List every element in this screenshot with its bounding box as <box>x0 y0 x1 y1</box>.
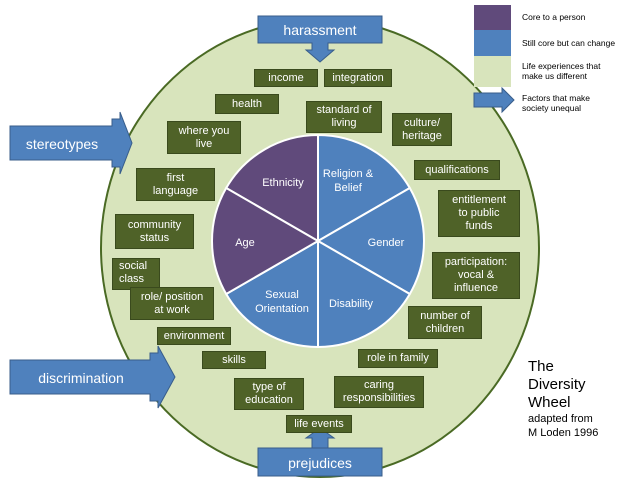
segment-ethnicity <box>224 133 319 243</box>
arrow-prejudices-label: prejudices <box>288 454 352 471</box>
label-age: Age <box>235 237 255 249</box>
label-disability: Disability <box>329 298 374 310</box>
factor-role-in-family: role in family <box>358 349 438 368</box>
factor-culture-heritage: culture/heritage <box>392 113 452 146</box>
label-sexual-2: Orientation <box>255 303 309 315</box>
legend-label-still-core: Still core but can change <box>522 38 616 48</box>
segment-sexual-orientation <box>224 239 319 349</box>
label-sexual-1: Sexual <box>265 289 299 301</box>
factor-qualifications: qualifications <box>414 160 500 180</box>
arrow-harassment-label: harassment <box>283 22 357 38</box>
segment-age <box>211 186 321 296</box>
legend-swatch-core <box>474 5 511 30</box>
label-religion-2: Belief <box>334 182 362 194</box>
factor-income: income <box>254 69 318 87</box>
legend-label-core: Core to a person <box>522 12 586 22</box>
factor-environment: environment <box>157 327 231 345</box>
arrow-stereotypes-label: stereotypes <box>25 135 99 152</box>
label-ethnicity: Ethnicity <box>262 177 304 189</box>
diagram-title: The Diversity Wheel adapted from M Loden… <box>528 358 599 439</box>
segment-gender <box>315 186 425 296</box>
legend-swatch-still-core <box>474 30 511 56</box>
legend-swatch-life-experiences <box>474 56 511 87</box>
factor-participation: participation:vocal &influence <box>432 252 520 299</box>
segment-disability <box>317 239 412 349</box>
segment-religion <box>317 133 412 243</box>
arrow-discrimination-label: discrimination <box>38 369 124 386</box>
factor-skills: skills <box>202 351 266 369</box>
label-religion-1: Religion & <box>323 168 374 180</box>
factor-health: health <box>215 94 279 114</box>
legend-label-factors: Factors that make society unequal <box>522 93 591 113</box>
factor-integration: integration <box>324 69 392 87</box>
legend-label-life-experiences: Life experiences that make us different <box>522 61 601 81</box>
label-gender: Gender <box>368 237 405 249</box>
factor-life-events: life events <box>286 415 352 433</box>
